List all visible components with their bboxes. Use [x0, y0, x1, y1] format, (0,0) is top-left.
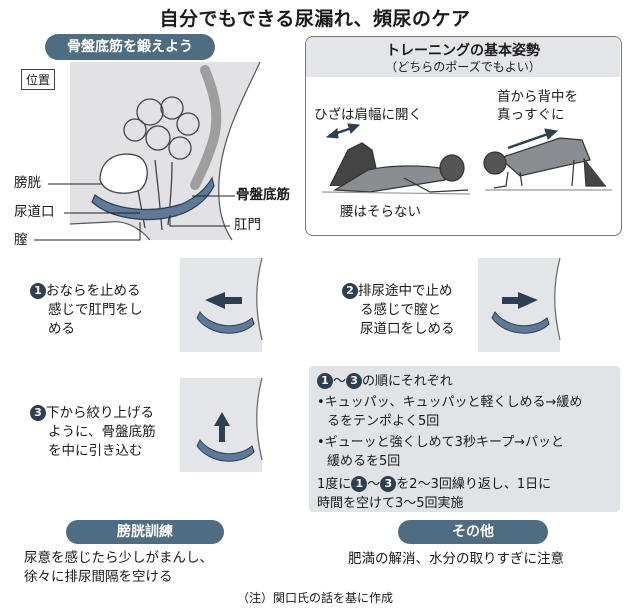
step-1-line1: おならを止める: [46, 283, 141, 299]
step-3-line2: ように、骨盤底筋: [48, 424, 156, 440]
label-bladder: 膀胱: [14, 175, 41, 191]
routine-frequency-line2: 時間を空けて3～5回実施: [317, 496, 464, 511]
routine-num3-icon: 3: [346, 373, 363, 389]
posture-title: トレーニングの基本姿勢: [386, 43, 540, 59]
bladder-training-header: 膀胱訓練: [66, 520, 224, 544]
position-label: 位置: [21, 69, 56, 90]
page-title: 自分でもできる尿漏れ、頻尿のケア: [159, 8, 471, 30]
label-anus: 肛門: [234, 217, 261, 233]
step-3-line1: 下から絞り上げる: [46, 405, 154, 421]
neck-label-line2: 真っすぐに: [497, 107, 565, 123]
label-vagina: 膣: [14, 232, 28, 248]
step-2-number-icon: 2: [342, 283, 358, 299]
posture-box-header-bg: [306, 37, 620, 77]
step-3-number-icon: 3: [30, 405, 46, 421]
other-line1: 肥満の解消、水分の取りすぎに注意: [348, 551, 564, 567]
neck-label-line1: 首から背中を: [497, 89, 578, 105]
step-1-line2: 感じで肛門をし: [48, 302, 143, 318]
step-1-number-icon: 1: [30, 283, 46, 299]
exercise-1-illustration: [180, 257, 263, 352]
routine-bullet-1-line1: •キュッパッ、キュッパッと軽くしめる→緩め: [317, 395, 583, 410]
step-1-line3: める: [48, 321, 75, 337]
source-note: （注）関口氏の話を基に作成: [236, 591, 393, 605]
label-urethra: 尿道口: [14, 204, 55, 220]
posture-subtitle: （どちらのポーズでもよい）: [385, 60, 541, 74]
bladder-training-line2: 徐々に排尿間隔を空ける: [24, 569, 173, 585]
pelvic-floor-header: 骨盤底筋を鍛えよう: [45, 34, 215, 60]
knee-width-arrow: [325, 123, 361, 139]
label-pelvic-floor: 骨盤底筋: [236, 187, 290, 203]
bladder-training-line1: 尿意を感じたら少しがまんし、: [24, 550, 213, 566]
knees-label: ひざは肩幅に開く: [314, 107, 422, 123]
step-2-line1: 排尿途中で止め: [358, 283, 453, 299]
lying-figure: [321, 142, 471, 195]
routine-bullet-1-line2: るをテンポよく5回: [327, 414, 440, 429]
exercise-2-illustration: [478, 257, 561, 352]
exercise-3-illustration: [180, 377, 263, 472]
back-straight-arrow: [507, 128, 559, 150]
routine-bullet-2-line1: •ギューッと強くしめて3秒キープ→パッと: [317, 435, 565, 450]
step-3-line3: を中に引き込む: [48, 443, 143, 459]
routine-freq-num3-icon: 3: [380, 476, 397, 492]
routine-num1-icon: 1: [317, 373, 333, 389]
other-header: その他: [398, 520, 548, 544]
step-2-line2: る感じで膣と: [360, 302, 441, 318]
routine-freq-num1-icon: 1: [351, 476, 368, 492]
kneeling-figure: [483, 137, 612, 191]
routine-bullet-2-line2: 緩めるを5回: [327, 454, 401, 469]
waist-label: 腰はそらない: [340, 204, 421, 220]
step-2-line3: 尿道口をしめる: [360, 321, 455, 337]
